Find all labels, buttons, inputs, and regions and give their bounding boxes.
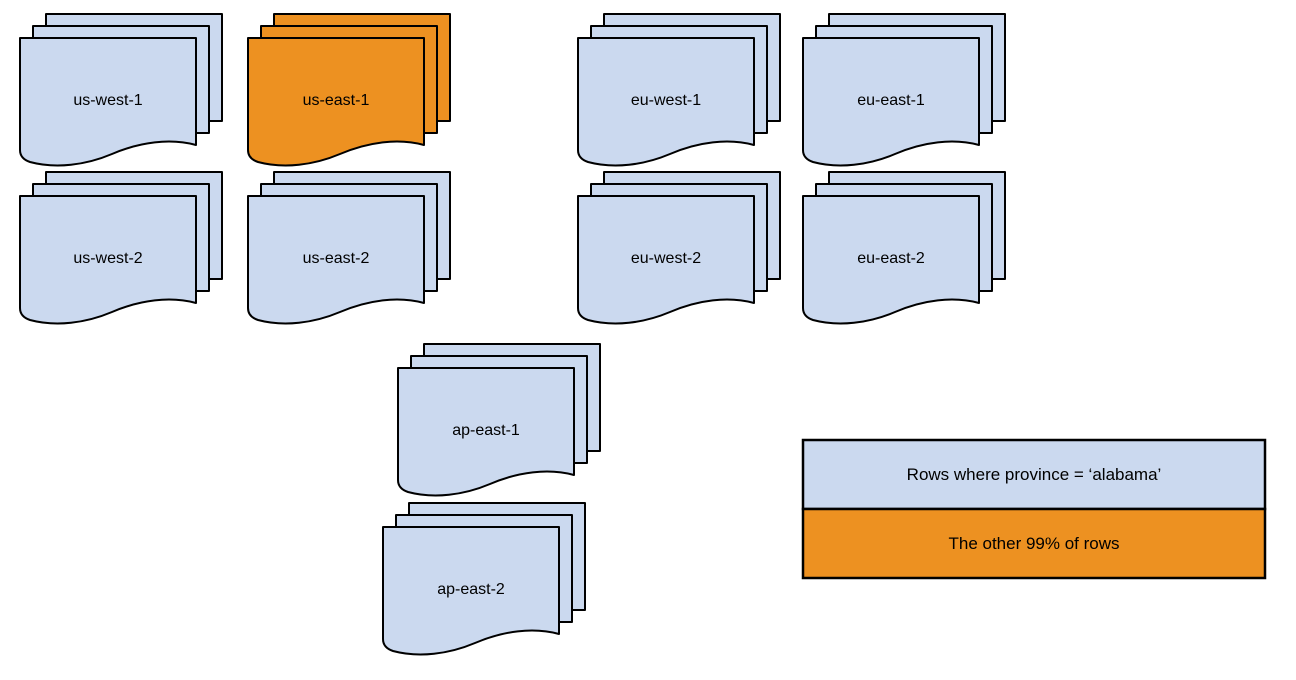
- document-stack-us-west-1[interactable]: us-west-1: [19, 13, 223, 167]
- document-stack-eu-west-1[interactable]: eu-west-1: [577, 13, 781, 167]
- document-stack-us-west-2[interactable]: us-west-2: [19, 171, 223, 325]
- document-stack-us-east-2[interactable]: us-east-2: [247, 171, 451, 325]
- stack-label: us-west-2: [73, 250, 142, 267]
- region-stacks: us-west-1 us-east-1 eu-west-1 eu-east-1 us-w…: [19, 13, 1006, 656]
- stack-label: eu-west-2: [631, 250, 701, 267]
- document-stack-eu-east-2[interactable]: eu-east-2: [802, 171, 1006, 325]
- legend-label: The other 99% of rows: [948, 534, 1119, 553]
- stack-label: eu-west-1: [631, 92, 701, 109]
- stack-label: us-west-1: [73, 92, 142, 109]
- stack-label: us-east-1: [303, 92, 370, 109]
- stack-label: eu-east-2: [857, 250, 925, 267]
- legend-label: Rows where province = ‘alabama’: [907, 465, 1162, 484]
- stack-label: eu-east-1: [857, 92, 925, 109]
- stack-label: ap-east-1: [452, 422, 520, 439]
- document-stack-eu-west-2[interactable]: eu-west-2: [577, 171, 781, 325]
- document-stack-us-east-1[interactable]: us-east-1: [247, 13, 451, 167]
- document-stack-ap-east-1[interactable]: ap-east-1: [397, 343, 601, 497]
- document-stack-ap-east-2[interactable]: ap-east-2: [382, 502, 586, 656]
- legend-row-alabama: Rows where province = ‘alabama’: [801, 438, 1267, 511]
- stack-label: us-east-2: [303, 250, 370, 267]
- legend-swatch: [801, 438, 1267, 511]
- legend: Rows where province = ‘alabama’ The other…: [801, 438, 1267, 580]
- legend-row-other: The other 99% of rows: [801, 507, 1267, 580]
- stack-label: ap-east-2: [437, 581, 505, 598]
- legend-swatch: [801, 507, 1267, 580]
- document-stack-eu-east-1[interactable]: eu-east-1: [802, 13, 1006, 167]
